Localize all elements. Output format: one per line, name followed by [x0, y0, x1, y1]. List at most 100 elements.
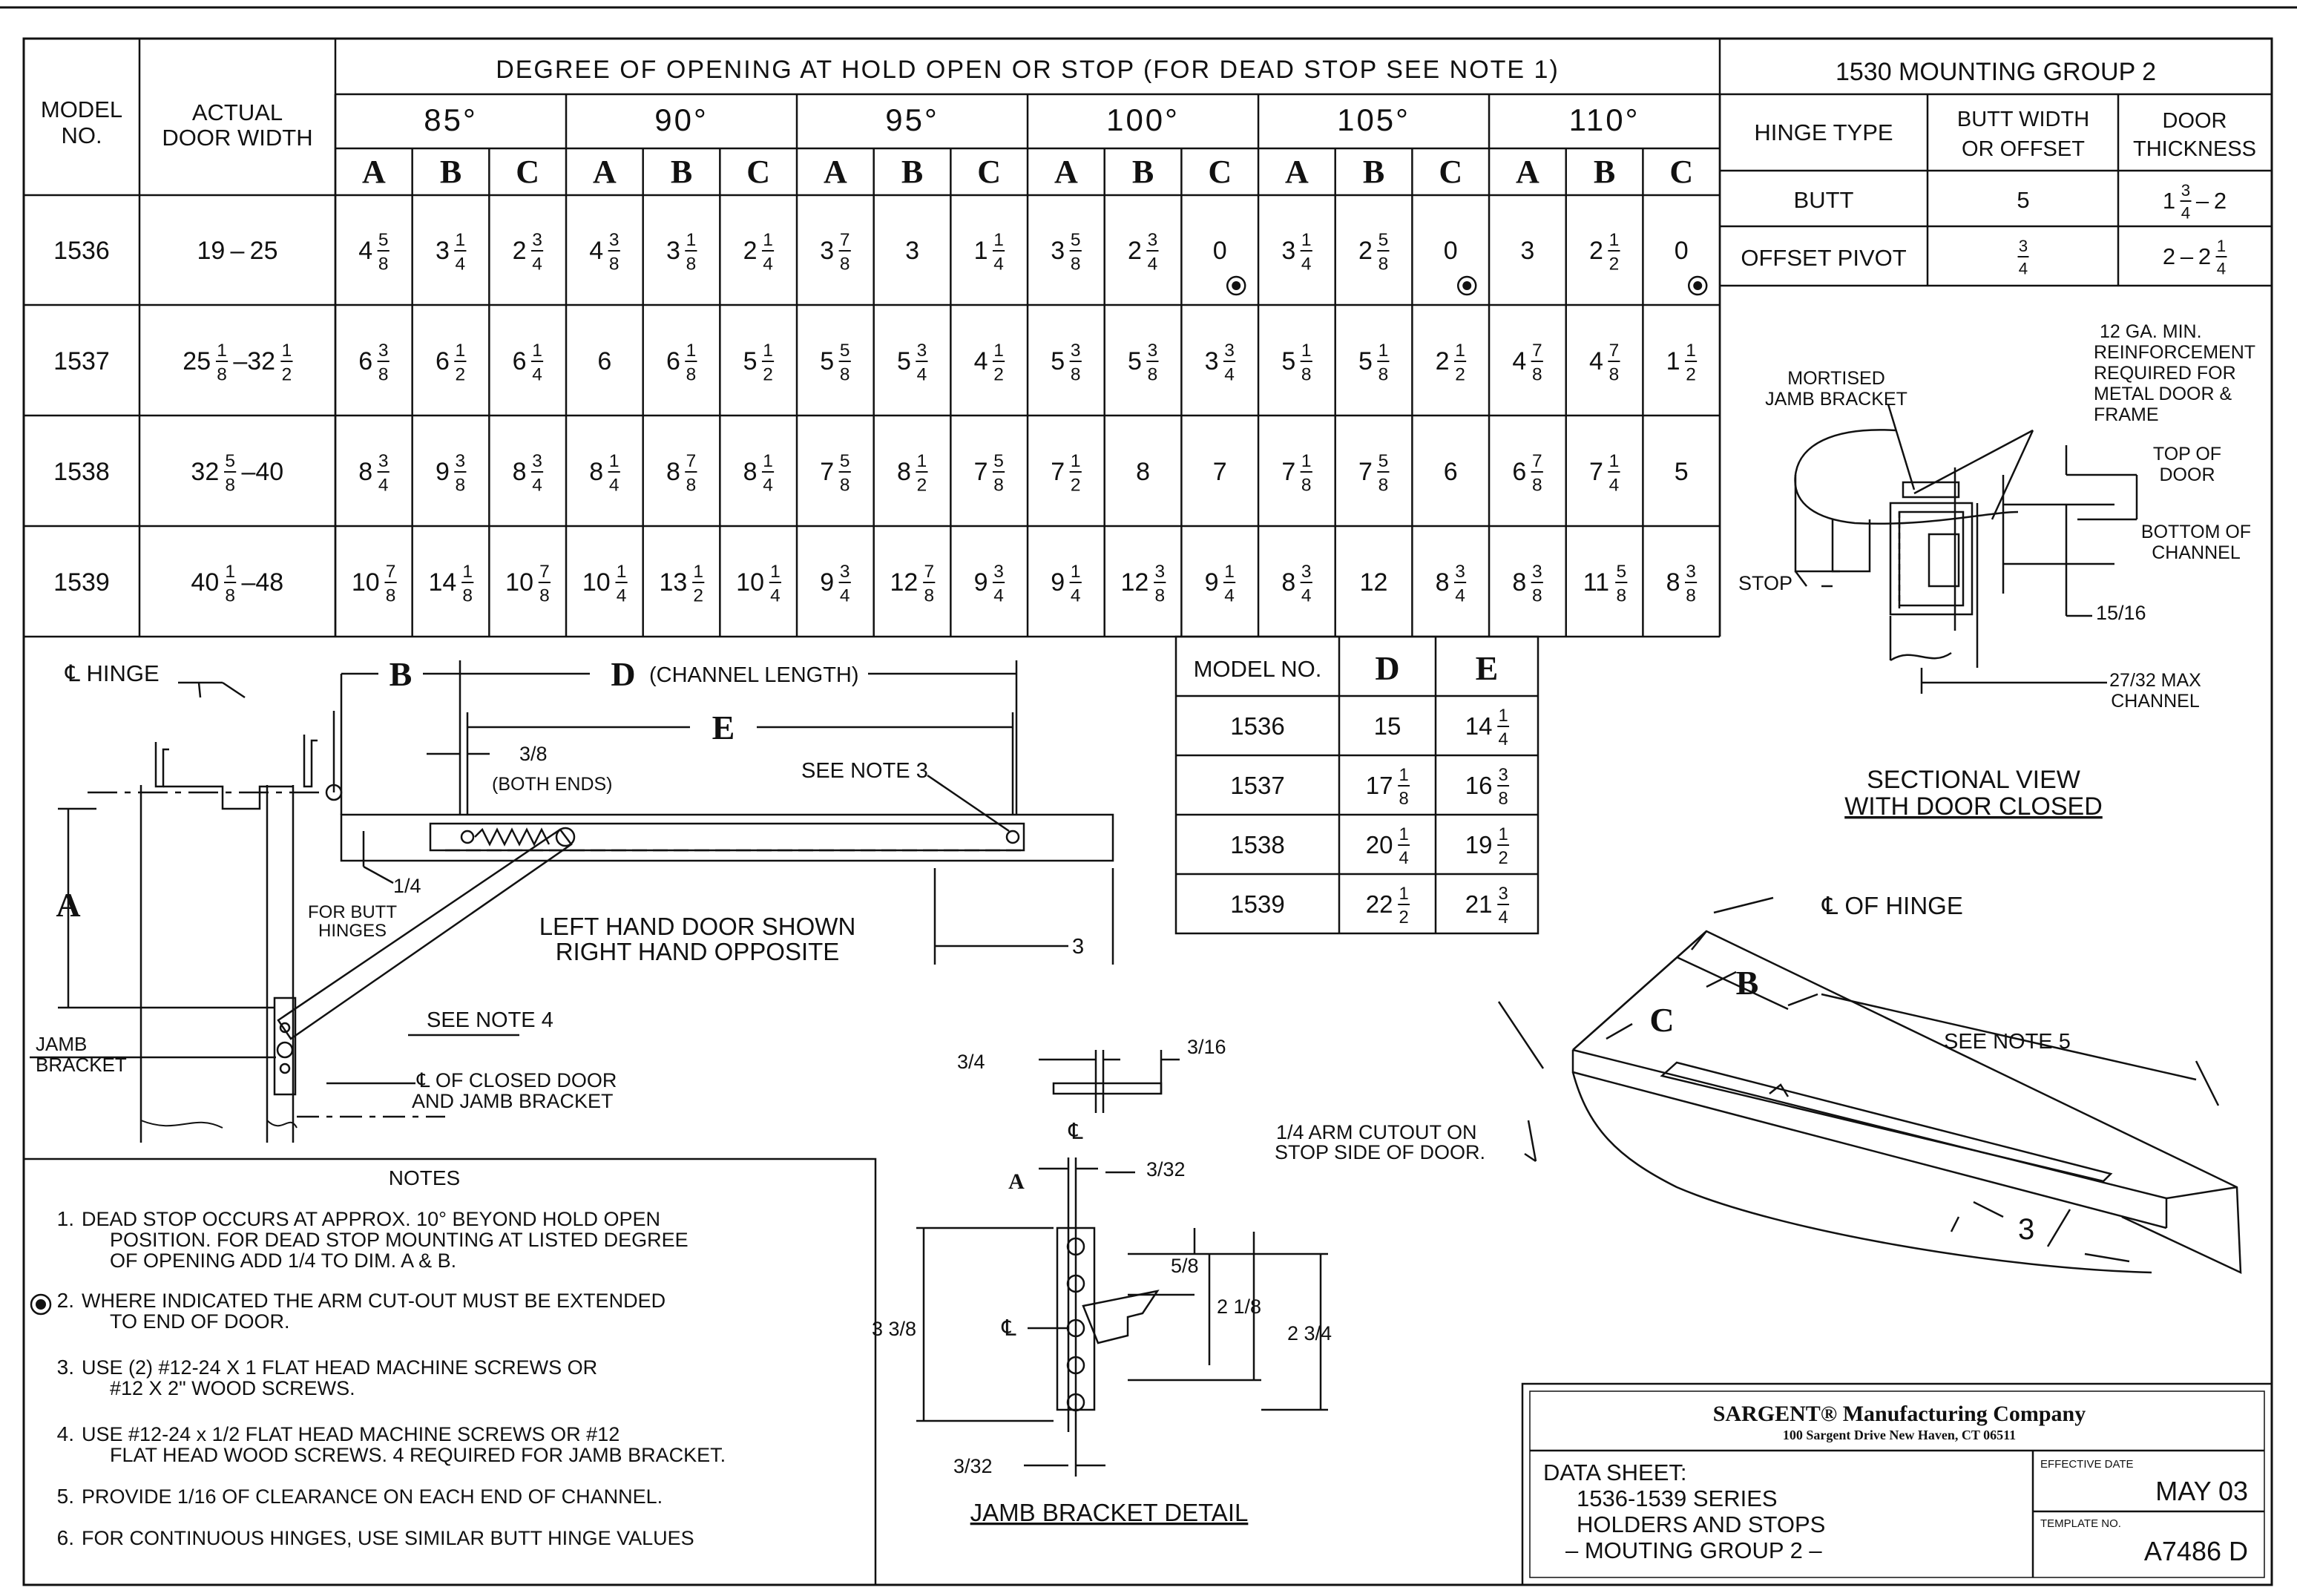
svg-text:1: 1	[1301, 451, 1312, 471]
svg-text:2: 2	[743, 237, 758, 265]
svg-text:7: 7	[1609, 341, 1620, 361]
de-model-1537: 1537	[1230, 772, 1284, 799]
sectional-title-1: SECTIONAL VIEW	[1867, 766, 2080, 794]
svg-text:4: 4	[1399, 848, 1409, 868]
mounting-header-hinge-type: HINGE TYPE	[1754, 119, 1893, 145]
svg-text:5: 5	[1358, 347, 1373, 375]
svg-text:10: 10	[736, 568, 764, 597]
jamb-detail-title: JAMB BRACKET DETAIL	[970, 1499, 1249, 1526]
svg-text:1: 1	[974, 237, 988, 265]
company-address: 100 Sargent Drive New Haven, CT 06511	[1783, 1428, 2016, 1442]
svg-text:4: 4	[840, 585, 850, 605]
svg-text:3: 3	[840, 562, 850, 582]
svg-text:0: 0	[1444, 237, 1458, 265]
svg-text:9: 9	[820, 568, 834, 597]
svg-text:1: 1	[532, 341, 542, 361]
svg-text:3: 3	[1154, 562, 1165, 582]
dead-stop-marker-icon	[1687, 275, 1708, 296]
jb-centerline-top: ℄	[1068, 1120, 1083, 1144]
svg-text:7: 7	[840, 230, 850, 250]
data-sheet-series: 1536-1539 SERIES	[1577, 1485, 1778, 1511]
jb-dim-332-bottom: 3/32	[953, 1455, 993, 1477]
see-note-3: SEE NOTE 3	[801, 759, 928, 783]
svg-text:8: 8	[1499, 789, 1508, 809]
svg-text:1: 1	[1071, 451, 1081, 471]
svg-text:4: 4	[609, 475, 620, 495]
svg-text:5: 5	[1616, 562, 1626, 582]
sub-col-c: C	[1669, 154, 1693, 190]
svg-text:9: 9	[436, 458, 450, 486]
svg-text:40: 40	[191, 568, 219, 597]
mounting-row-butt-type: BUTT	[1794, 187, 1854, 213]
svg-text:3: 3	[378, 341, 389, 361]
jamb-bracket-detail	[916, 1050, 1328, 1477]
svg-text:8: 8	[1616, 585, 1626, 605]
svg-text:8: 8	[840, 475, 850, 495]
col-model-label-1: MODEL	[41, 96, 122, 122]
svg-text:4: 4	[763, 475, 773, 495]
svg-text:5: 5	[1378, 451, 1389, 471]
svg-text:2: 2	[1499, 848, 1508, 868]
bottom-of-channel-1: BOTTOM OF	[2141, 522, 2251, 542]
degree-5: 110°	[1569, 102, 1640, 137]
svg-text:1: 1	[993, 341, 1004, 361]
svg-text:8: 8	[993, 475, 1004, 495]
svg-text:8: 8	[1071, 254, 1081, 274]
svg-text:1: 1	[1399, 884, 1409, 904]
svg-text:8: 8	[539, 585, 550, 605]
svg-text:8: 8	[1532, 364, 1542, 384]
svg-text:4: 4	[993, 585, 1004, 605]
sub-col-a: A	[824, 154, 847, 190]
mounting-group-table	[1720, 93, 2272, 287]
svg-text:5: 5	[225, 451, 235, 471]
svg-text:4: 4	[2019, 259, 2028, 278]
svg-text:–: –	[2196, 188, 2209, 214]
dead-stop-marker-icon	[1456, 275, 1477, 296]
jb-dim-234: 2 3/4	[1287, 1322, 1332, 1344]
title-block	[1521, 1382, 2273, 1586]
degree-1: 90°	[654, 102, 709, 137]
sectional-view	[1794, 404, 2138, 694]
svg-text:1: 1	[456, 341, 466, 361]
butt-hinges-label-2: HINGES	[318, 921, 387, 941]
svg-text:1: 1	[686, 341, 697, 361]
note-number-6: 6.	[57, 1526, 74, 1549]
svg-text:3: 3	[532, 230, 542, 250]
closed-door-label-1: ℄ OF CLOSED DOOR	[416, 1069, 617, 1091]
svg-text:3: 3	[1071, 341, 1081, 361]
svg-text:1: 1	[1301, 341, 1312, 361]
svg-text:1: 1	[456, 230, 466, 250]
svg-text:7: 7	[924, 562, 934, 582]
svg-text:2: 2	[763, 364, 773, 384]
note-2-marker-icon	[30, 1293, 52, 1316]
mortised-label-1: MORTISED	[1787, 368, 1885, 389]
svg-text:1: 1	[282, 341, 292, 361]
dim-three-label: 3	[1072, 935, 1084, 959]
svg-text:0: 0	[1213, 237, 1227, 265]
svg-text:8: 8	[686, 475, 697, 495]
butt-hinges-label-1: FOR BUTT	[308, 902, 397, 922]
svg-text:2: 2	[456, 364, 466, 384]
svg-text:8: 8	[1686, 585, 1696, 605]
svg-text:3: 3	[666, 237, 680, 265]
svg-text:13: 13	[660, 568, 688, 597]
de-header-e: E	[1476, 649, 1499, 687]
dim-d-label: D	[611, 655, 635, 693]
